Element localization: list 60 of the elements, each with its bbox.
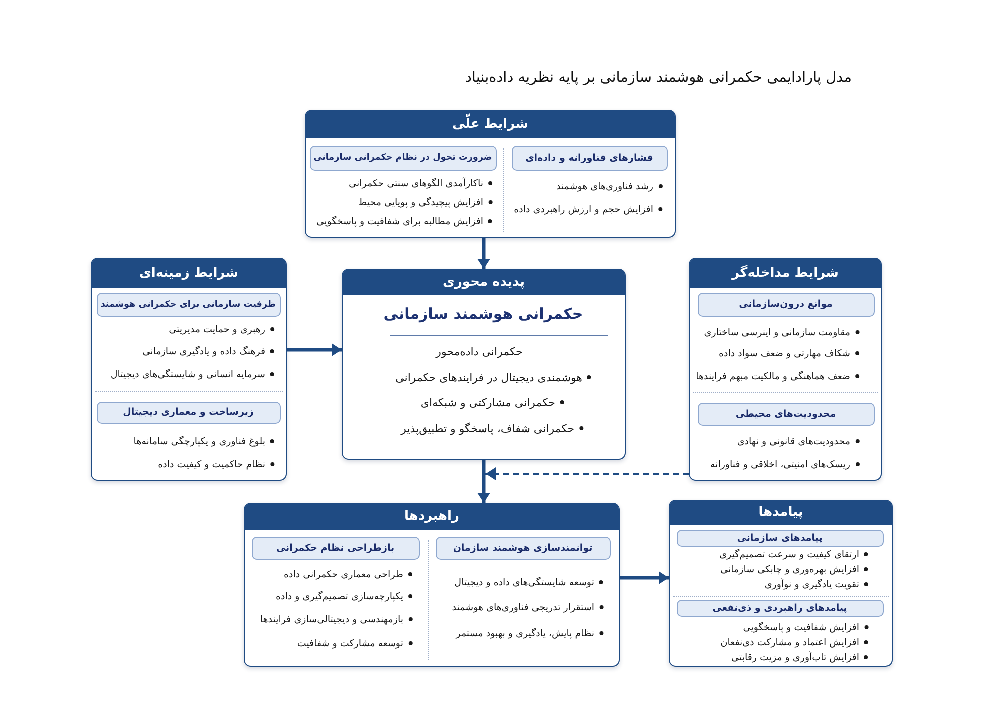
list-item: شکاف مهارتی و ضعف سواد داده: [719, 348, 850, 359]
heading-box: ظرفیت سازمانی برای حکمرانی هوشمند: [96, 292, 280, 316]
list-item: حکمرانی مشارکتی و شبکه‌ای: [420, 396, 556, 409]
list-item: حکمرانی شفاف، پاسخگو و تطبیق‌پذیر: [401, 422, 574, 435]
panel: [305, 110, 676, 238]
subheading: حکمرانی داده‌محور: [436, 345, 523, 358]
panel: [91, 258, 287, 481]
list-item: سرمایه انسانی و شایستگی‌های دیجیتال: [110, 369, 266, 380]
arrow: [478, 460, 490, 503]
arrow: [287, 344, 342, 356]
list-item: محدودیت‌های قانونی و نهادی: [737, 436, 850, 447]
panel: [342, 269, 626, 460]
heading: حکمرانی هوشمند سازمانی: [384, 304, 584, 322]
list-item: ضعف هماهنگی و مالکیت مبهم فرایندها: [696, 371, 850, 382]
heading-box: فشارهای فناورانه و داده‌ای: [512, 146, 668, 170]
list-item: افزایش حجم و ارزش راهبردی داده: [514, 204, 654, 215]
list-item: رشد فناوری‌های هوشمند: [556, 181, 654, 192]
heading-box: محدودیت‌های محیطی: [698, 402, 874, 426]
list-item: فرهنگ داده و یادگیری سازمانی: [142, 346, 266, 357]
heading-box: زیرساخت و معماری دیجیتال: [96, 402, 280, 424]
list-item: بلوغ فناوری و یکپارچگی سامانه‌ها: [134, 436, 266, 447]
heading-box: موانع درون‌سازمانی: [698, 292, 874, 316]
list-item: هوشمندی دیجیتال در فرایندهای حکمرانی: [396, 371, 582, 384]
panel: [244, 503, 620, 667]
list-item: یکپارچه‌سازی تصمیم‌گیری و داده: [276, 591, 404, 602]
list-item: افزایش پیچیدگی و پویایی محیط: [358, 197, 484, 208]
list-item: توسعه شایستگی‌های داده و دیجیتال: [454, 577, 594, 588]
list-item: استقرار تدریجی فناوری‌های هوشمند: [452, 602, 594, 613]
list-item: ریسک‌های امنیتی، اخلاقی و فناورانه: [710, 459, 850, 470]
arrow: [620, 572, 669, 584]
list-item: افزایش اعتماد و مشارکت ذی‌نفعان: [720, 637, 860, 648]
list-item: تقویت یادگیری و نوآوری: [764, 579, 860, 590]
title-bar: پدیده محوری: [343, 270, 625, 294]
list-item: ناکارآمدی الگوهای سنتی حکمرانی: [349, 178, 484, 189]
panel: [689, 258, 882, 481]
title-bar: شرایط علّی: [306, 111, 675, 138]
heading-box: پیامدهای راهبردی و ذی‌نفعی: [676, 600, 884, 616]
list-item: بازمهندسی و دیجیتالی‌سازی فرایندها: [260, 614, 404, 625]
list-item: افزایش بهره‌وری و چابکی سازمانی: [720, 564, 860, 575]
heading-box: توانمندسازی هوشمند سازمان: [436, 536, 610, 560]
title-bar: شرایط زمینه‌ای: [92, 259, 286, 288]
list-item: مقاومت سازمانی و اینرسی ساختاری: [704, 327, 850, 338]
list-item: افزایش شفافیت و پاسخگویی: [743, 622, 860, 633]
heading-box: ضرورت تحول در نظام حکمرانی سازمانی: [310, 146, 496, 170]
title-bar: راهبردها: [245, 504, 619, 530]
list-item: نظام پایش، یادگیری و بهبود مستمر: [456, 628, 594, 639]
list-item: ارتقای کیفیت و سرعت تصمیم‌گیری: [720, 549, 860, 560]
heading-box: پیامدهای سازمانی: [676, 530, 884, 546]
heading-box: بازطراحی نظام حکمرانی: [252, 536, 420, 560]
list-item: طراحی معماری حکمرانی داده: [284, 569, 404, 580]
diagram-title: مدل پارادایمی حکمرانی هوشمند سازمانی بر پایه نظریه داده‌بنیاد: [465, 69, 852, 88]
title-bar: شرایط مداخله‌گر: [690, 259, 881, 288]
list-item: نظام حاکمیت و کیفیت داده: [158, 459, 266, 470]
arrow: [478, 238, 490, 269]
title-bar: پیامدها: [670, 501, 892, 524]
panel: [669, 500, 893, 667]
list-item: توسعه مشارکت و شفافیت: [297, 638, 404, 649]
list-item: رهبری و حمایت مدیریتی: [169, 324, 266, 335]
list-item: افزایش مطالبه برای شفافیت و پاسخگویی: [316, 216, 484, 227]
list-item: افزایش تاب‌آوری و مزیت رقابتی: [732, 652, 860, 663]
